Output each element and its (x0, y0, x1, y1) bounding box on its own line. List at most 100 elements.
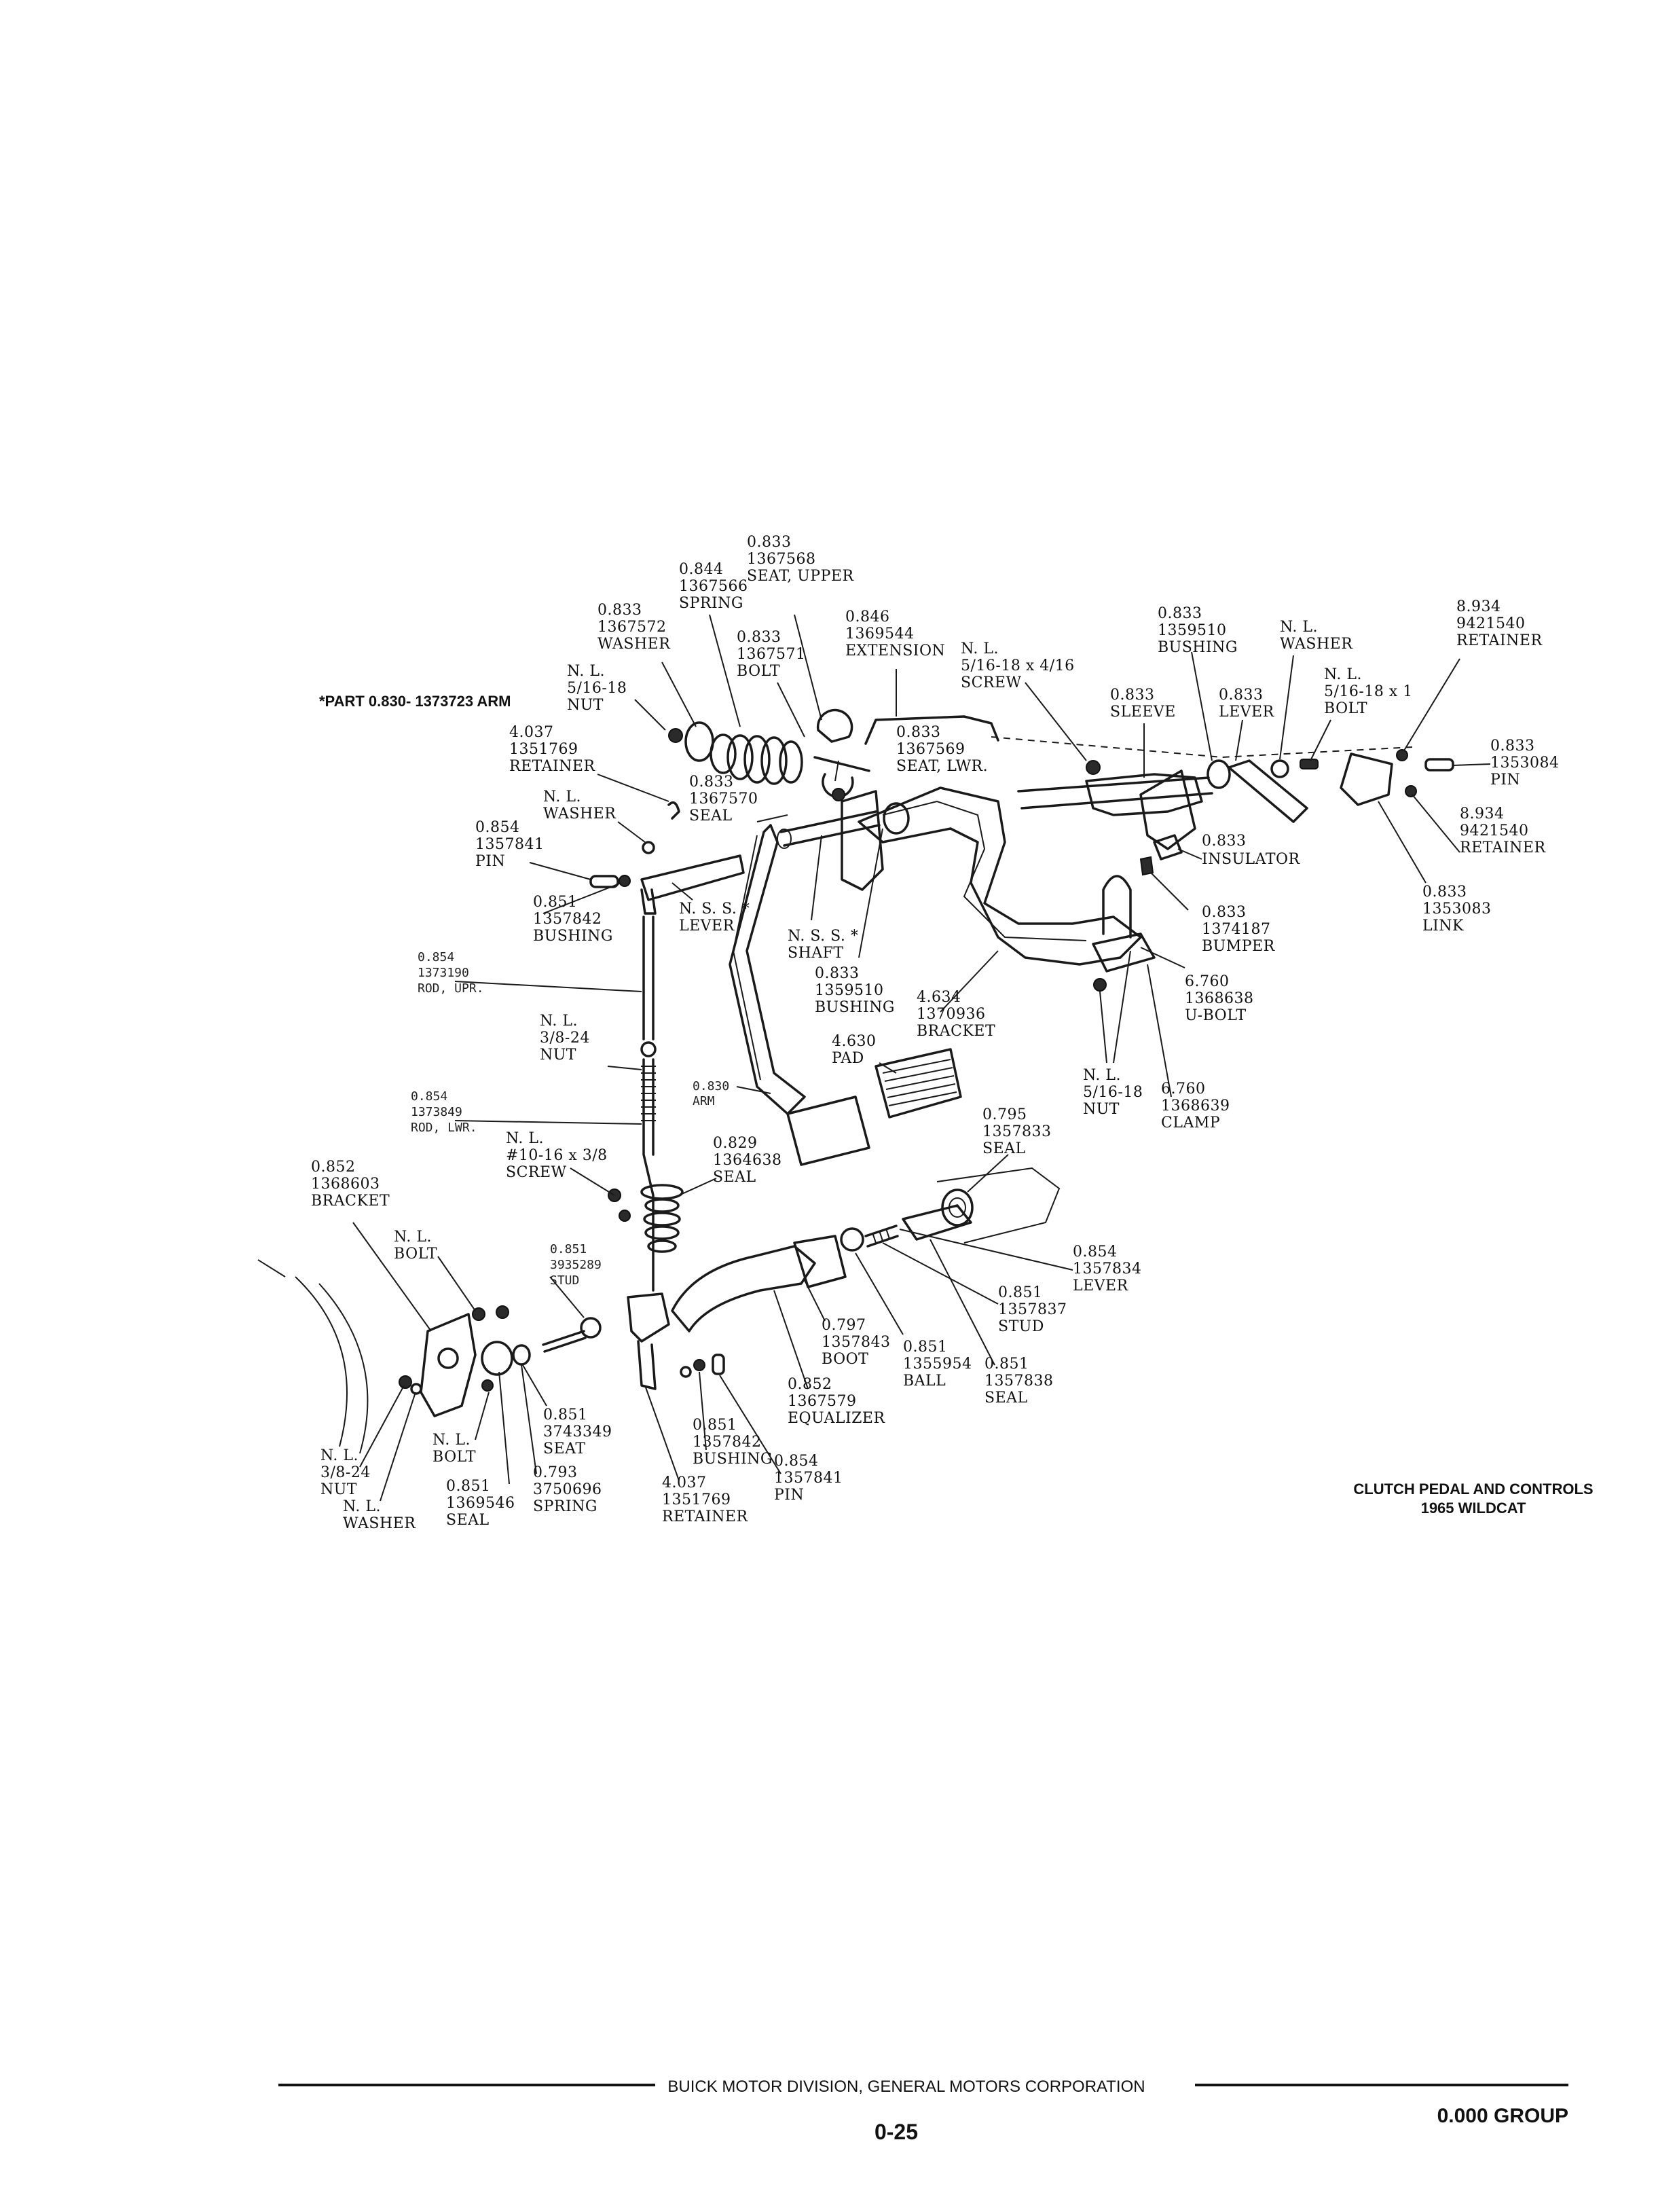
label-lever-lower: 0.854 1357834 LEVER (1073, 1244, 1147, 1294)
lever-seal (941, 1189, 974, 1227)
footer-group: 0.000 GROUP (1437, 2105, 1568, 2127)
frame-rail (936, 1167, 1061, 1244)
label-boot: 0.797 1357843 BOOT (822, 1317, 896, 1368)
lower-stud (542, 1330, 587, 1353)
lower-nut (399, 1375, 412, 1389)
right-retainer-2 (1405, 785, 1417, 797)
label-pin-lower: 0.854 1357841 PIN (774, 1453, 848, 1504)
label-pad: 4.630 PAD (832, 1033, 881, 1067)
label-nut-516-lower: N. L. 5/16-18 NUT (1083, 1067, 1148, 1118)
lower-retainer-clip (680, 1366, 692, 1378)
lower-spring-washer (512, 1344, 531, 1366)
parts-drawing (257, 708, 1454, 1454)
firewall-curve-3 (257, 1259, 286, 1277)
left-bushing (619, 875, 631, 887)
label-bushing-lower: 0.851 1357842 BUSHING (693, 1417, 773, 1468)
title-line-2: 1965 WILDCAT (1421, 1500, 1526, 1517)
sleeve-body (1085, 773, 1203, 816)
label-seal-lower: 0.851 1369546 SEAL (446, 1478, 520, 1529)
label-pin-left: 0.854 1357841 PIN (475, 819, 549, 870)
left-lever (640, 854, 745, 901)
extension-rod (864, 715, 999, 745)
label-bushing-left: 0.851 1357842 BUSHING (533, 894, 613, 945)
pedal-pad-ribs (882, 1059, 957, 1106)
pedal-arm (729, 824, 806, 1115)
diagram-title: CLUTCH PEDAL AND CONTROLS 1965 WILDCAT (1353, 1481, 1593, 1517)
label-seat-lower: 0.851 3743349 SEAT (543, 1407, 617, 1457)
boot-seal (640, 1184, 684, 1253)
stud-threads (872, 1228, 890, 1244)
label-shaft-nss: N. S. S. * SHAFT (788, 928, 864, 962)
footer-publisher: BUICK MOTOR DIVISION, GENERAL MOTORS COR… (667, 2078, 1145, 2096)
label-nut-38-lower: N. L. 3/8-24 NUT (320, 1447, 375, 1498)
label-ball: 0.851 1355954 BALL (903, 1339, 977, 1390)
upper-nut (668, 728, 683, 743)
label-seal-lower-right: 0.851 1357838 SEAL (984, 1356, 1059, 1407)
lever-seal-inner (949, 1197, 966, 1218)
left-retainer (667, 801, 680, 820)
label-screw-10: N. L. #10-16 x 3/8 SCREW (506, 1130, 612, 1181)
lower-seal-disc (481, 1341, 513, 1376)
lower-rod (641, 1058, 656, 1292)
screw-10-b (619, 1210, 631, 1222)
reference-line (991, 736, 1413, 759)
lower-bushing (693, 1359, 705, 1371)
label-nut-516: N. L. 5/16-18 NUT (567, 663, 632, 714)
label-seal-right: 0.795 1357833 SEAL (982, 1106, 1056, 1157)
label-bracket-main: 4.634 1370936 BRACKET (917, 989, 995, 1040)
part-note: *PART 0.830- 1373723 ARM (319, 693, 511, 710)
bracket-plate-left (841, 790, 884, 891)
stud-right (864, 1225, 899, 1248)
right-bushing (1207, 759, 1231, 789)
label-retainer-right2: 8.934 9421540 RETAINER (1460, 805, 1546, 856)
u-bolt (1102, 875, 1132, 939)
label-stud-left: 0.851 3935289 STUD (550, 1242, 609, 1288)
part-labels: 0.833 1367568 SEAT, UPPER 0.844 1367566 … (311, 534, 1559, 1532)
label-bracket-lower: 0.852 1368603 BRACKET (311, 1159, 390, 1210)
lower-bolt-1 (472, 1307, 485, 1321)
right-shaft (1017, 776, 1213, 810)
label-retainer-lower: 4.037 1351769 RETAINER (662, 1474, 748, 1525)
label-washer-top: 0.833 1367572 WASHER (597, 602, 671, 653)
label-sleeve: 0.833 SLEEVE (1110, 687, 1176, 721)
equalizer-block (793, 1235, 847, 1288)
label-equalizer: 0.852 1367579 EQUALIZER (788, 1376, 885, 1427)
right-washer (1270, 759, 1289, 778)
label-bolt-lower: N. L. BOLT (394, 1229, 437, 1263)
pedal-bracket-shape (858, 786, 1142, 966)
label-bushing-right: 0.833 1359510 BUSHING (1158, 605, 1238, 656)
ball (840, 1227, 864, 1252)
upper-bolt (813, 756, 870, 772)
label-insulator: 0.833 INSULATOR (1202, 833, 1301, 868)
right-bracket (1139, 769, 1196, 850)
shaft-bushing-mid (883, 802, 910, 835)
label-retainer-right: 8.934 9421540 RETAINER (1456, 598, 1543, 649)
left-pin (589, 875, 619, 888)
right-retainer (1396, 749, 1408, 761)
label-arm: 0.830 ARM (693, 1079, 737, 1108)
lower-seat-ball (580, 1317, 602, 1339)
label-washer-right: N. L. WASHER (1280, 619, 1353, 653)
clamp-nut (1093, 978, 1107, 992)
label-clamp: 6.760 1368639 CLAMP (1161, 1081, 1235, 1131)
equalizer-bracket (627, 1292, 670, 1343)
left-washer (642, 841, 655, 854)
label-link: 0.833 1353083 LINK (1422, 884, 1496, 935)
label-ubolt: 6.760 1368638 U-BOLT (1185, 973, 1259, 1024)
label-extension: 0.846 1369544 EXTENSION (845, 609, 945, 659)
pedal-stop (786, 1095, 870, 1166)
label-seal-upper: 0.833 1367570 SEAL (689, 774, 763, 824)
label-rod-upr: 0.854 1373190 ROD, UPR. (418, 950, 484, 996)
label-seal-boot: 0.829 1364638 SEAL (713, 1135, 787, 1186)
label-nut-38-upper: N. L. 3/8-24 NUT (540, 1013, 595, 1064)
lower-lever (902, 1204, 972, 1241)
upper-rod-nut (640, 1041, 657, 1057)
label-bolt-right: N. L. 5/16-18 x 1 BOLT (1324, 666, 1418, 717)
label-seat-lwr: 0.833 1367569 SEAT, LWR. (896, 724, 988, 775)
right-pin (1424, 758, 1454, 772)
lower-bracket-hole (437, 1347, 459, 1369)
page-footer: BUICK MOTOR DIVISION, GENERAL MOTORS COR… (278, 2078, 1568, 2144)
upper-washer-spring (684, 721, 714, 762)
label-lever-nss: N. S. S. * LEVER (679, 901, 755, 935)
